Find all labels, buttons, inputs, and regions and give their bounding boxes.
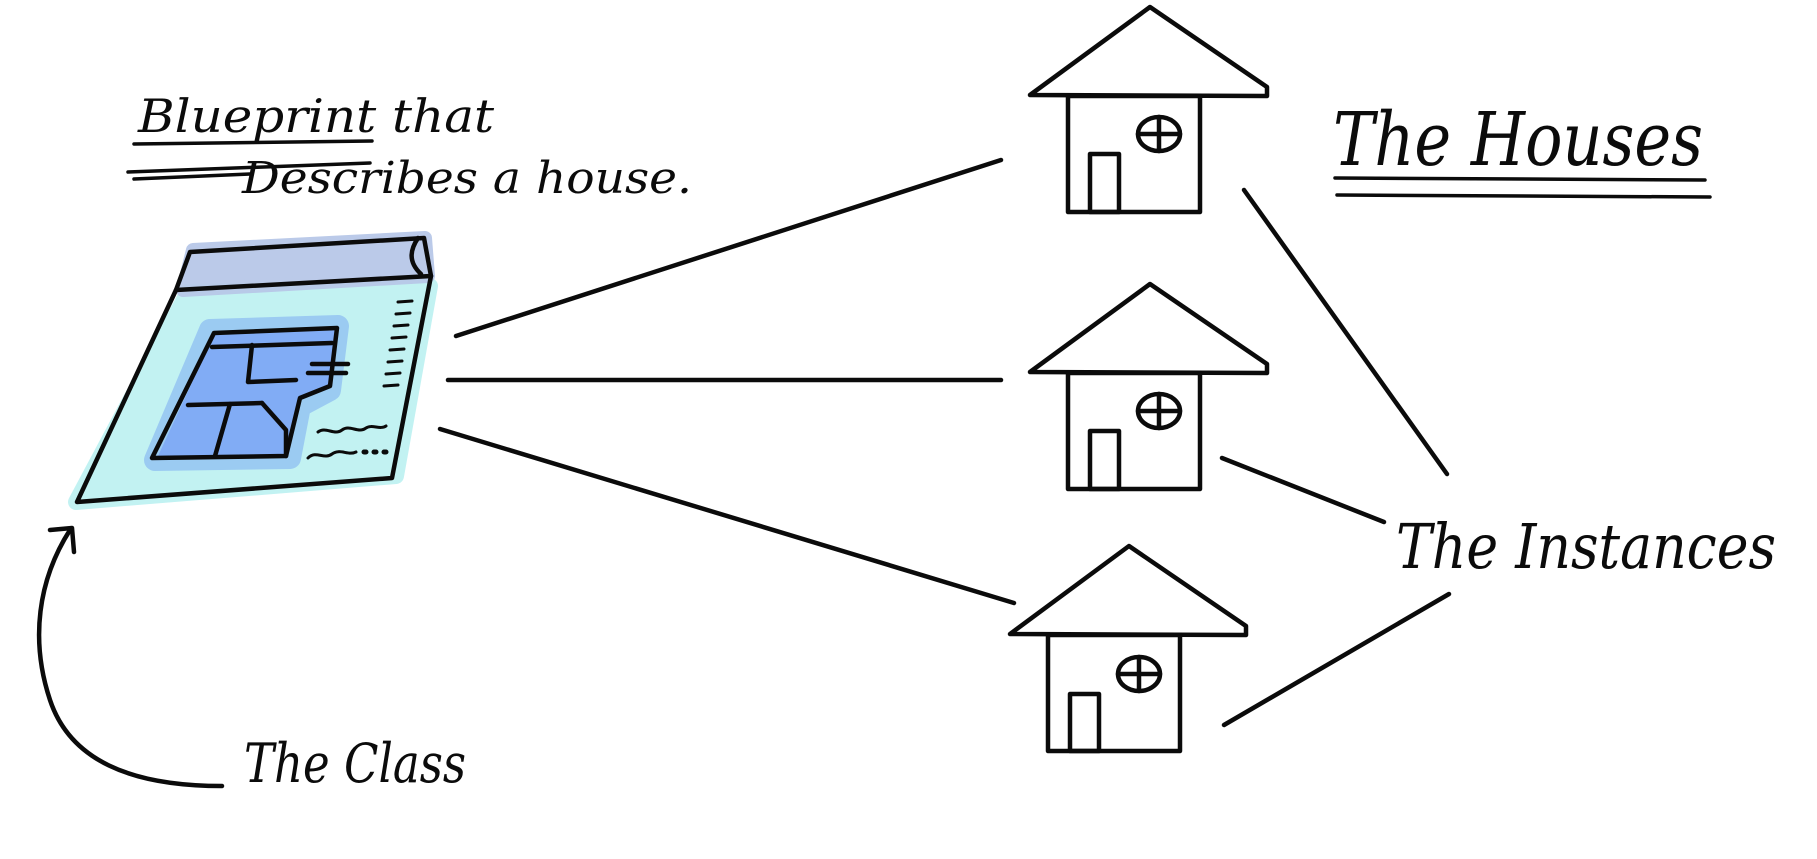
class-label: The Class [244, 732, 466, 795]
blueprint-caption-line2: Describes a house. [241, 153, 692, 204]
blueprint-icon [68, 231, 438, 510]
house-icon-middle [1027, 281, 1270, 492]
arrow-head-icon [47, 525, 77, 555]
instances-label: The Instances [1396, 510, 1776, 583]
house-icon-bottom [1007, 543, 1249, 754]
connector-line [1241, 187, 1450, 477]
blueprint-caption-line1: Blueprint that [137, 89, 495, 143]
connector-line [1221, 591, 1452, 728]
connector-line [437, 426, 1017, 606]
house-icon-top [1027, 4, 1270, 215]
connector-line [453, 157, 1004, 339]
houses-title: The Houses [1333, 97, 1703, 183]
connector-line [1219, 455, 1387, 525]
class-arrow [36, 527, 225, 789]
